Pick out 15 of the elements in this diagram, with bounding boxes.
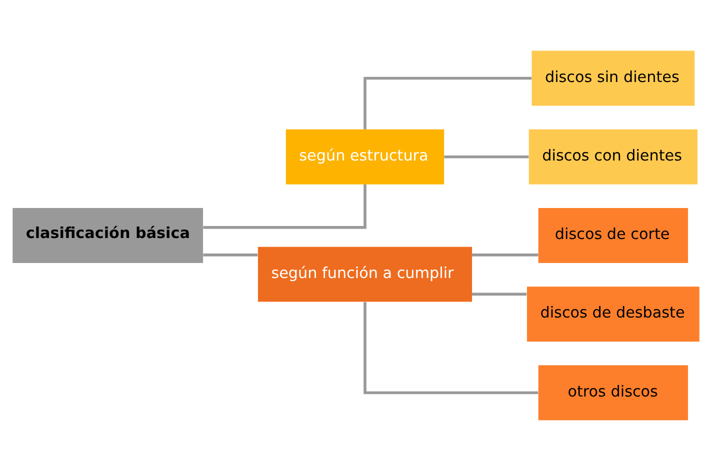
connector [444, 154, 529, 158]
node-box: discos de corte [538, 208, 688, 262]
node-box: discos con dientes [528, 128, 698, 184]
connector [203, 253, 258, 256]
node-box: según estructura [286, 128, 444, 184]
connector [472, 253, 538, 256]
connector [364, 76, 532, 129]
node-box: discos sin dientes [532, 50, 695, 106]
connector [472, 292, 527, 296]
node-box: discos de desbaste [526, 286, 700, 342]
connector [364, 302, 538, 394]
node-box: clasificación básica [12, 208, 204, 262]
node-box: según función a cumplir [258, 246, 472, 302]
connector [203, 184, 366, 228]
node-box: otros discos [538, 364, 688, 420]
